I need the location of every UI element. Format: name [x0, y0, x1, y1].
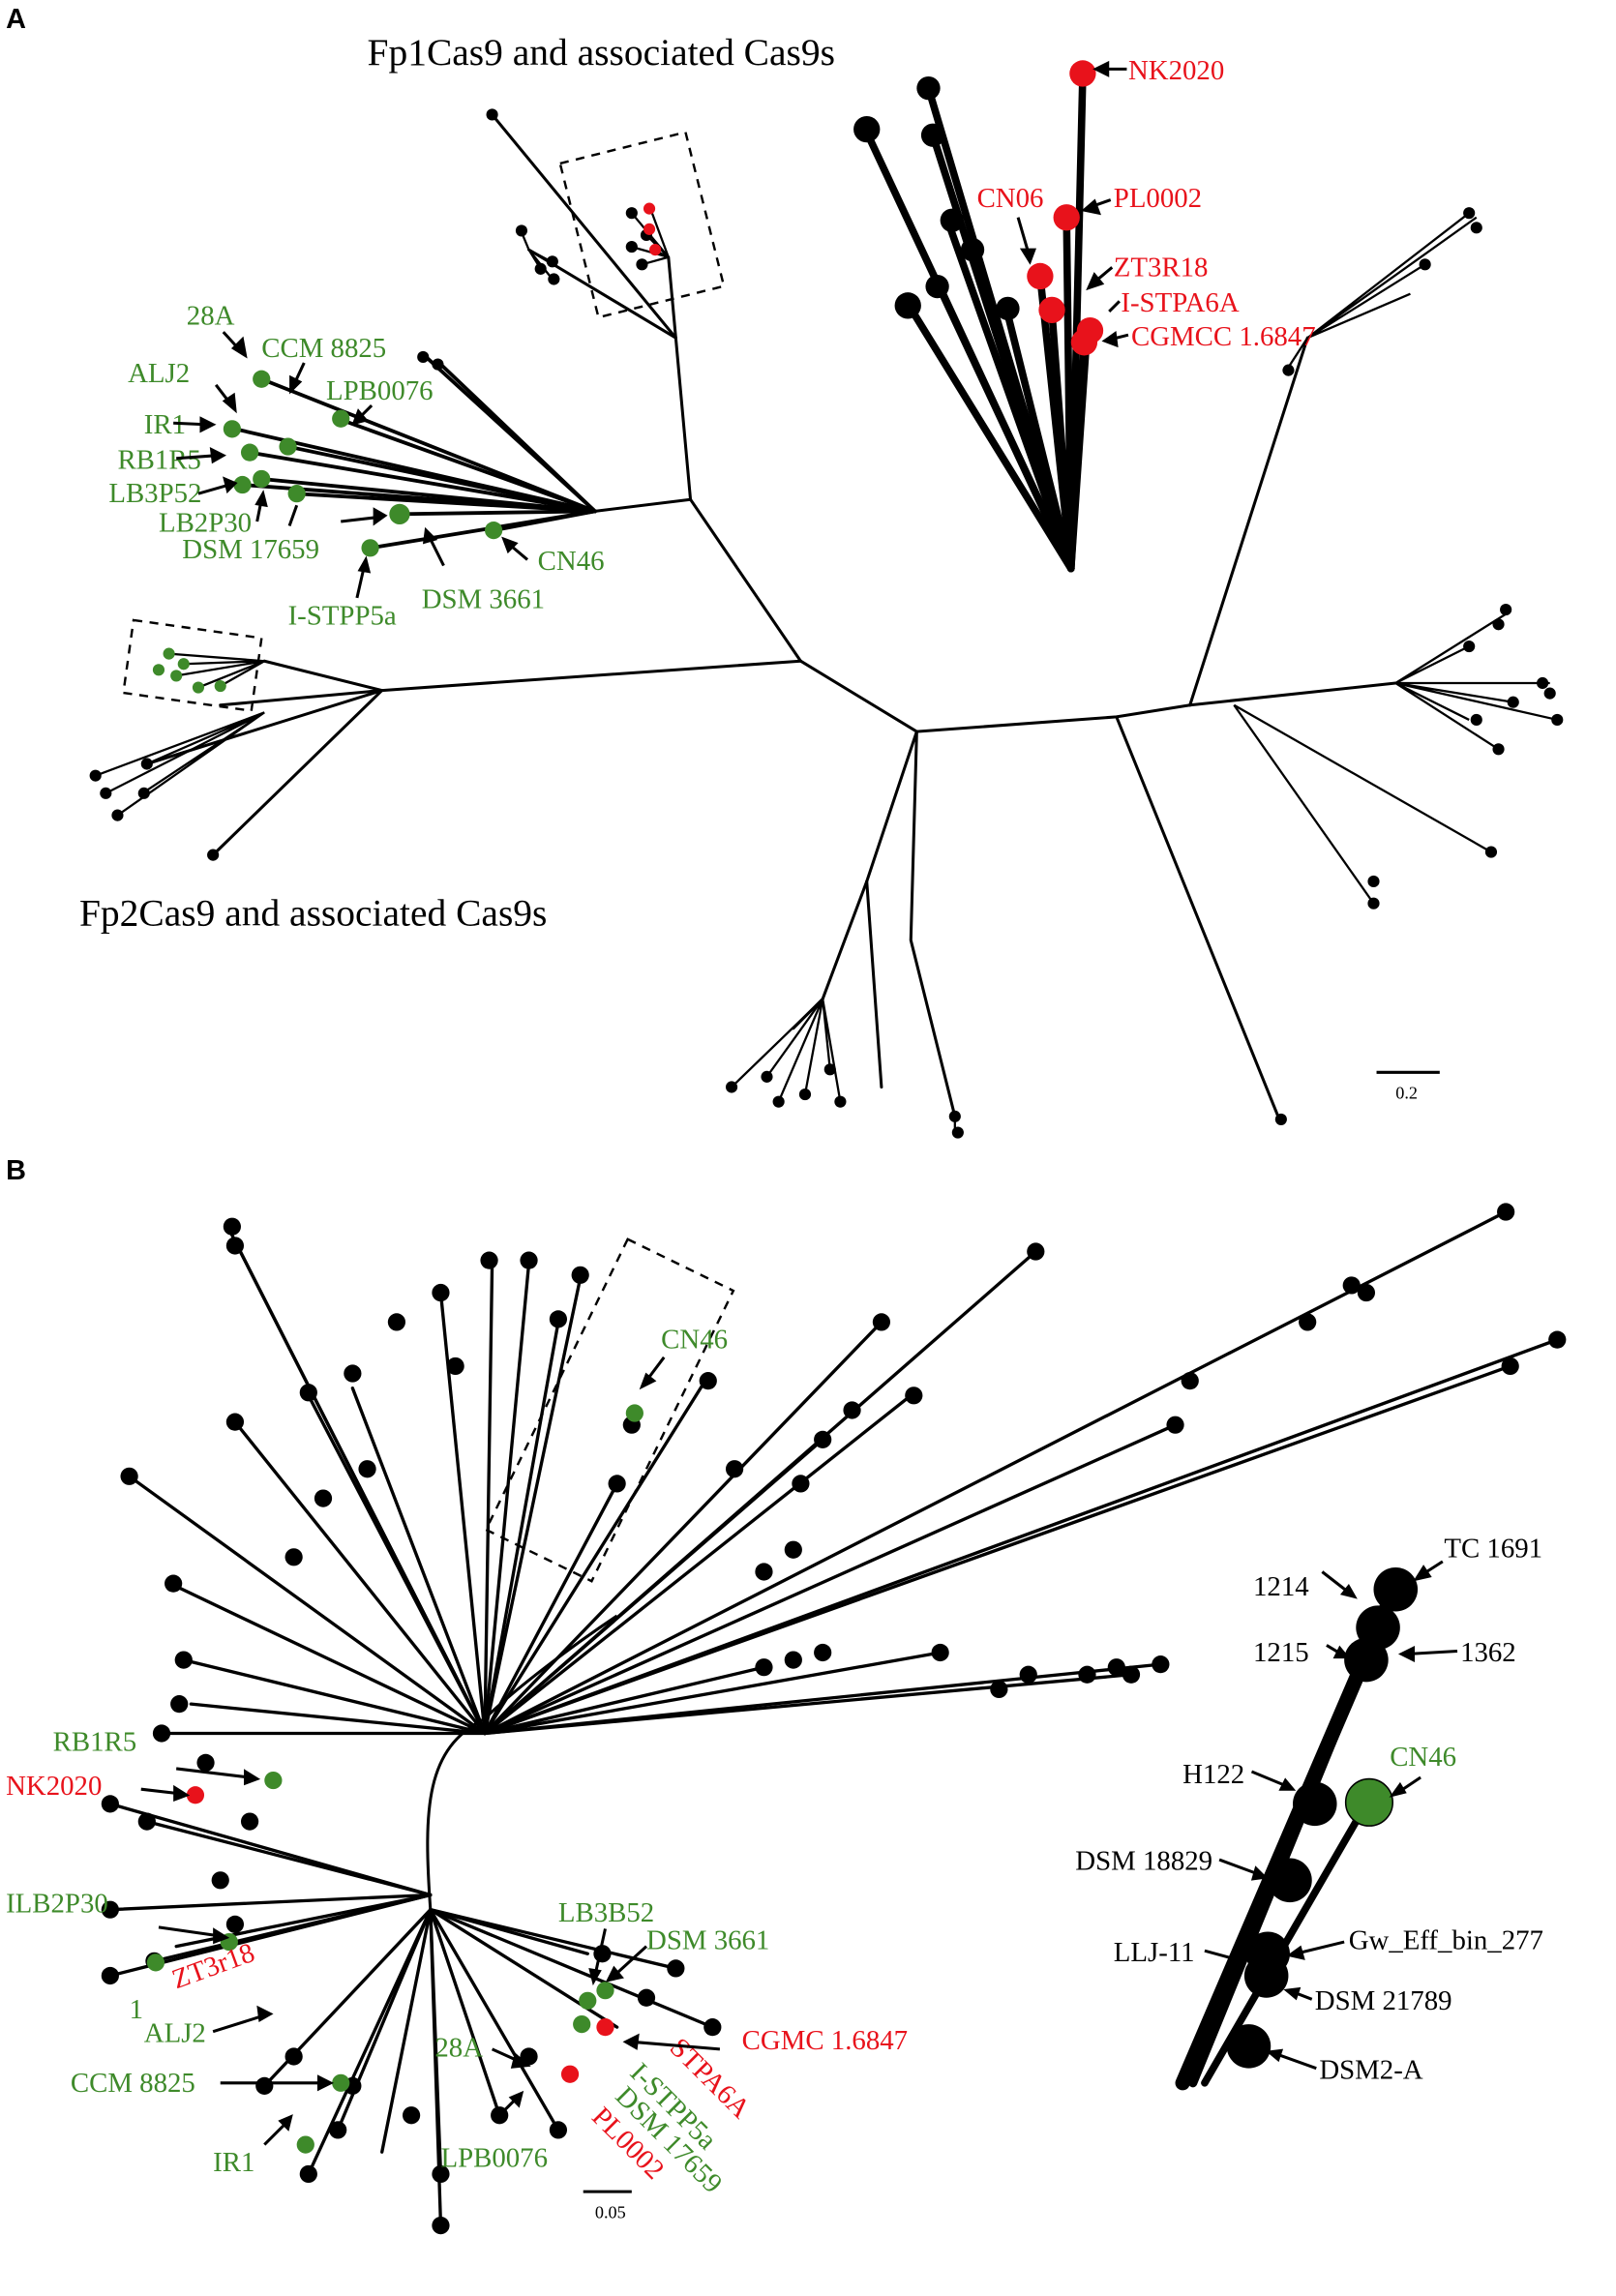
inset-label-gw: Gw_Eff_bin_277: [1349, 1925, 1543, 1956]
label-dsm-3661: DSM 3661: [422, 584, 545, 615]
inset-label-1214: 1214: [1253, 1571, 1309, 1602]
inset-label-1362: 1362: [1460, 1637, 1516, 1668]
label-b-lb3b52: LB3B52: [558, 1897, 654, 1928]
clade-a-right-nodes: [1282, 207, 1564, 909]
small-clade-top-nodes: [625, 202, 662, 271]
clade-fp1-thick: [862, 73, 1092, 573]
panel-a-red-labels: NK2020 CN06 PL0002 ZT3R18 I-STPA6A CGMCC…: [977, 55, 1316, 352]
label-zt3r18: ZT3R18: [1114, 252, 1209, 283]
label-pl0002: PL0002: [1114, 183, 1202, 214]
panel-a-letter: A: [6, 4, 26, 35]
inset-label-tc1691: TC 1691: [1444, 1533, 1542, 1564]
label-b-rb1r5: RB1R5: [53, 1727, 137, 1758]
panel-b-scale-label: 0.05: [595, 2202, 626, 2221]
clade-a-left-lower-nodes: [89, 758, 220, 861]
clade-a-right: [1233, 212, 1558, 905]
label-b-cn46: CN46: [661, 1325, 728, 1356]
panel-b: B: [6, 1155, 1567, 2235]
panel-b-letter: B: [6, 1155, 26, 1186]
inset-green-node: [1344, 1777, 1393, 1827]
label-lb2p30: LB2P30: [159, 508, 252, 539]
inset-label-h122: H122: [1182, 1759, 1244, 1790]
label-b-nk2020: NK2020: [6, 1771, 102, 1802]
dashed-box-top: [558, 131, 726, 319]
tree-a-branches: [145, 112, 1397, 1118]
label-b-ir1: IR1: [213, 2147, 254, 2178]
label-alj2: ALJ2: [128, 358, 190, 389]
label-dsm-17659: DSM 17659: [182, 534, 319, 565]
panel-b-inset: TC 1691 1214 1215 1362 H122 CN46 DSM 188…: [1075, 1533, 1543, 2091]
label-lb3p52: LB3P52: [108, 478, 201, 509]
dashed-box-left: [122, 618, 263, 713]
fp2-black-nodes: [417, 350, 444, 371]
label-ccm-8825: CCM 8825: [261, 333, 386, 364]
label-cn06: CN06: [977, 183, 1044, 214]
panel-a-green-labels: 28A CCM 8825 ALJ2 LPB0076 IR1 RB1R5 LB3P…: [108, 301, 604, 632]
small-clade-left-nodes: [152, 647, 226, 694]
small-clade-left: [168, 652, 265, 689]
label-b-ccm8825: CCM 8825: [71, 2068, 195, 2099]
clade-a-left-lower: [95, 711, 265, 817]
label-rb1r5: RB1R5: [117, 444, 201, 475]
label-lpb0076: LPB0076: [326, 375, 434, 406]
inset-arrows: [1204, 1560, 1458, 2071]
fp2-green-nodes: [223, 370, 503, 557]
label-nk2020: NK2020: [1128, 55, 1224, 86]
fp1-red-nodes: [1027, 60, 1104, 356]
inset-label-1215: 1215: [1253, 1637, 1309, 1668]
inset-label-dsm18829: DSM 18829: [1075, 1846, 1212, 1877]
label-b-lpb0076: LPB0076: [440, 2142, 548, 2173]
fp1-black-nodes: [853, 75, 1020, 321]
panel-a-title-top: Fp1Cas9 and associated Cas9s: [368, 31, 835, 74]
clade-a-bottom: [731, 998, 1282, 1135]
label-b-ilb2p30: ILB2P30: [6, 1889, 108, 1920]
label-b-cgmc: CGMC 1.6847: [742, 2025, 908, 2056]
panel-a-scale-label: 0.2: [1395, 1084, 1418, 1103]
panel-b-arrows: [140, 1356, 721, 2146]
label-b-one: 1: [130, 1994, 143, 2025]
label-b-alj2: ALJ2: [144, 2017, 206, 2048]
clade-a-left-upper-nodes: [486, 108, 560, 285]
panel-a: A Fp1Cas9 and associated Cas9s Fp2Cas9 a…: [6, 4, 1564, 1139]
panel-a-arrows: [173, 60, 1129, 599]
label-28a: 28A: [187, 301, 235, 332]
tree-b-green-nodes: [146, 1404, 643, 2154]
inset-nodes: [1226, 1566, 1419, 2069]
label-b-28a: 28A: [434, 2032, 483, 2063]
inset-labels: TC 1691 1214 1215 1362 H122 CN46 DSM 188…: [1075, 1533, 1543, 2085]
tree-b-red-nodes: [186, 1786, 614, 2083]
label-i-stpp5a: I-STPP5a: [288, 600, 397, 631]
panel-a-title-bottom: Fp2Cas9 and associated Cas9s: [79, 891, 547, 934]
inset-label-dsm21789: DSM 21789: [1315, 1985, 1452, 2016]
label-i-stpa6a: I-STPA6A: [1121, 287, 1239, 318]
label-cgmcc: CGMCC 1.6847: [1131, 321, 1316, 352]
dashed-box-b: [484, 1237, 735, 1583]
inset-label-cn46: CN46: [1390, 1742, 1456, 1773]
label-cn46: CN46: [538, 546, 605, 577]
clade-fp2-lines: [233, 355, 597, 551]
inset-label-llj11: LLJ-11: [1114, 1937, 1195, 1968]
clade-a-bottom-nodes: [725, 1063, 1287, 1139]
label-b-dsm3661: DSM 3661: [646, 1925, 769, 1956]
inset-label-dsm2a: DSM2-A: [1319, 2054, 1422, 2085]
tree-b-black-nodes: [101, 1203, 1567, 2235]
clade-a-left-upper: [520, 231, 554, 281]
